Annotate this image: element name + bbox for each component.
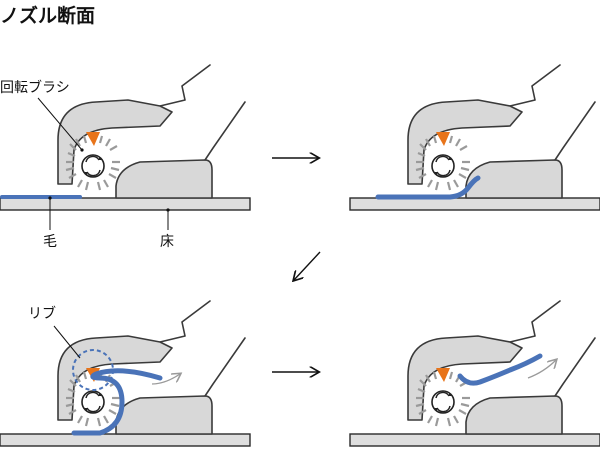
diagram-title: ノズル断面	[0, 5, 96, 27]
hair-strand-sucked	[457, 353, 543, 386]
panel-2	[348, 63, 600, 212]
step-arrow	[294, 251, 321, 280]
brush-leader	[37, 97, 83, 151]
rib-highlight	[72, 349, 114, 391]
airflow-arrow	[527, 360, 556, 379]
hair-strand-curling	[375, 175, 481, 200]
hair-label: 毛	[43, 234, 57, 250]
rib-label: リブ	[28, 305, 56, 322]
panel-3: リブ	[0, 299, 252, 448]
panel-1: 回転ブラシ 毛 床	[0, 63, 252, 250]
airflow-arrow	[151, 374, 180, 385]
brush-label: 回転ブラシ	[0, 79, 70, 96]
panel-4	[348, 299, 600, 448]
floor-label: 床	[160, 234, 174, 250]
rib-leader	[53, 325, 81, 359]
